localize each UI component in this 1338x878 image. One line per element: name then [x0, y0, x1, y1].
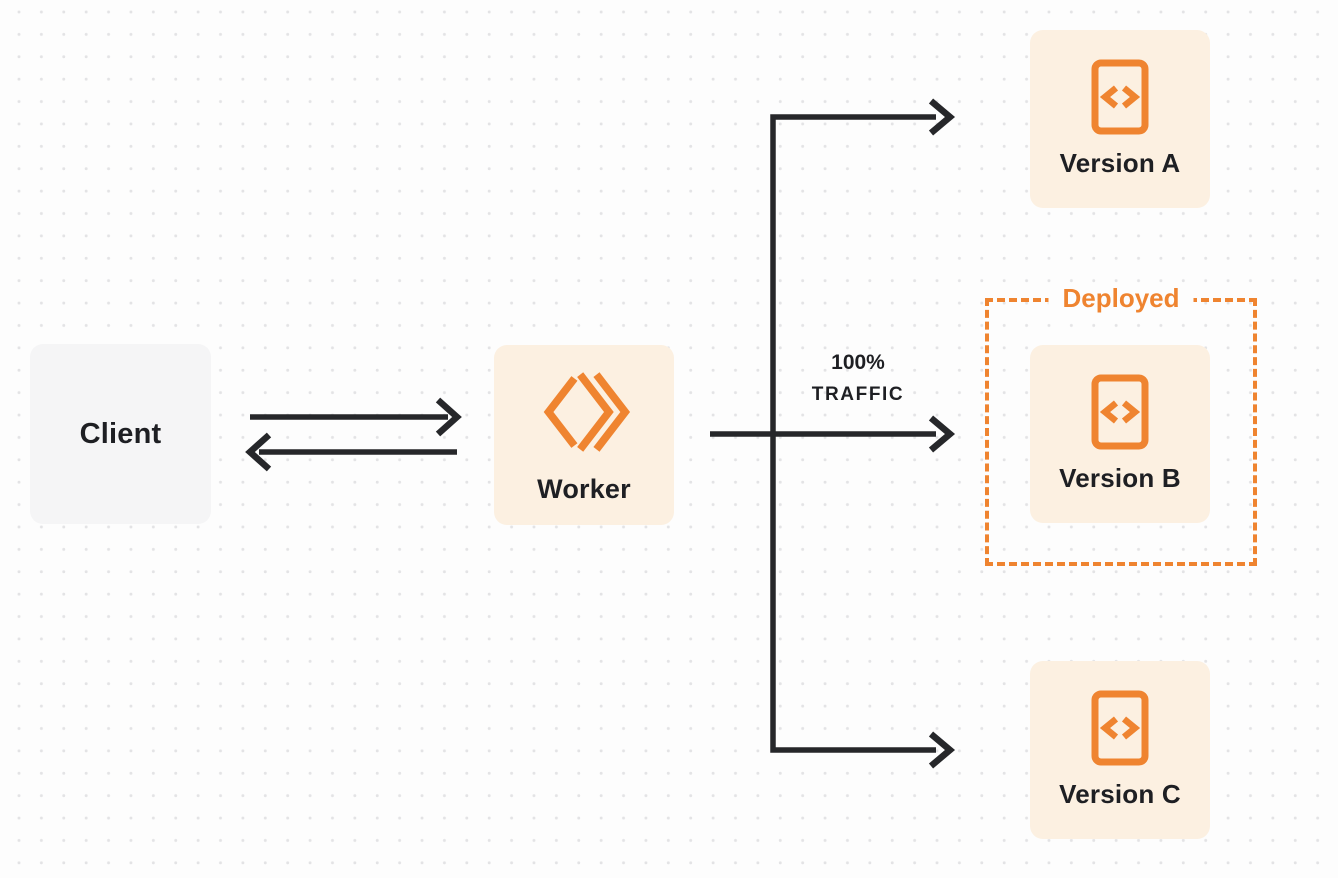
- version-a-label: Version A: [1059, 148, 1181, 178]
- code-file-icon: [1091, 690, 1149, 766]
- branch-line: [770, 114, 936, 753]
- traffic-label: 100% TRAFFIC: [787, 350, 929, 408]
- worker-label: Worker: [537, 473, 631, 504]
- traffic-percent: 100%: [831, 351, 885, 374]
- version-b-node: Version B: [1030, 345, 1210, 523]
- client-to-worker-arrow: [250, 397, 462, 437]
- client-node: Client: [30, 344, 211, 524]
- worker-node: Worker: [494, 345, 674, 525]
- deployed-label: Deployed: [1048, 283, 1194, 314]
- code-file-icon: [1091, 59, 1149, 135]
- workers-logo-icon: [536, 366, 632, 458]
- version-c-node: Version C: [1030, 661, 1210, 839]
- deployed-group-outline: Deployed: [985, 283, 1257, 566]
- branch-to-version-c-arrow: [928, 731, 956, 769]
- client-label: Client: [79, 417, 162, 450]
- code-file-icon: [1091, 374, 1149, 450]
- version-b-label: Version B: [1059, 463, 1181, 493]
- branch-to-version-a-arrow: [928, 98, 956, 136]
- worker-to-client-arrow: [245, 432, 457, 472]
- version-c-label: Version C: [1059, 779, 1181, 809]
- traffic-word: TRAFFIC: [811, 384, 905, 405]
- version-a-node: Version A: [1030, 30, 1210, 208]
- worker-traffic-arrow: [710, 415, 956, 453]
